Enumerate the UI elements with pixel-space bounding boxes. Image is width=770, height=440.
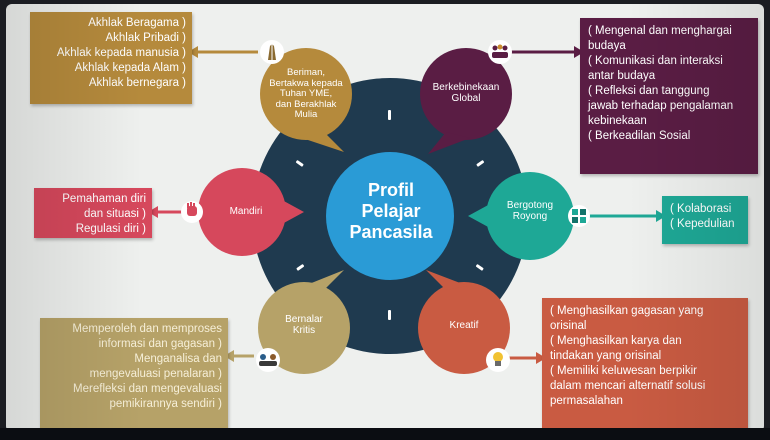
petal-gotong [468, 172, 574, 260]
lightbulb-icon [486, 348, 510, 372]
box-line: ( Kepedulian [670, 218, 735, 230]
box-line: dalam mencari alternatif solusi [550, 380, 706, 392]
box-line: Akhlak kepada Alam ) [74, 62, 186, 74]
box-line: tindakan yang orisinal [550, 350, 662, 362]
petal-kebinekaan [420, 48, 512, 154]
petal-label-line: Kritis [292, 325, 316, 336]
arrowhead-kebinekaan [574, 46, 584, 58]
box-line: antar budaya [588, 70, 656, 82]
arrowhead-kreatif [536, 352, 546, 364]
petal-label-kreatif: Kreatif [424, 320, 504, 331]
petal-label-line: Mandiri [229, 206, 263, 217]
box-line: ( Mengenal dan menghargai [588, 25, 732, 37]
box-line: pemikirannya sendiri ) [109, 398, 223, 410]
petal-beriman [260, 48, 352, 152]
petal-label-line: Bergotong [506, 200, 554, 211]
petal-label-kebinekaan: Berkebinekaan Global [416, 82, 516, 104]
dimension-box-beriman: Akhlak Beragama ) Akhlak Pribadi ) Akhla… [30, 12, 192, 104]
box-line: mengevaluasi penalaran ) [89, 368, 222, 380]
box-line: ( Menghasilkan gagasan yang [550, 305, 704, 317]
petal-label-line: dan Berakhlak [275, 98, 337, 110]
dimension-box-kreatif: ( Menghasilkan gagasan yang orisinal ( M… [542, 298, 748, 428]
team-puzzle-icon [568, 205, 590, 227]
petal-kreatif [418, 270, 510, 374]
box-line: dan situasi ) [83, 208, 146, 220]
petal-label-line: Beriman, [286, 67, 325, 78]
petal-label-line: Bernalar [285, 314, 323, 325]
arrowhead-mandiri [148, 206, 158, 218]
dimension-box-kebinekaan: ( Mengenal dan menghargai budaya ( Komun… [580, 18, 758, 174]
box-line: Pemahaman diri [62, 193, 146, 205]
petal-label-line: Berkebinekaan [432, 82, 500, 93]
ring-ticks [295, 110, 485, 320]
arrowhead-gotong [656, 210, 666, 222]
center-title-line-2: Pelajar [361, 201, 421, 221]
dimension-box-nalar: Memperoleh dan memproses informasi dan g… [40, 318, 228, 432]
petal-label-line: Mulia [294, 109, 318, 120]
box-line: Menganalisa dan [134, 353, 222, 365]
petal-label-beriman: Beriman, Bertakwa kepada Tuhan YME, dan … [256, 67, 356, 121]
box-line: informasi dan gagasan ) [98, 338, 222, 350]
people-group-icon [488, 40, 512, 64]
petal-label-line: Global [451, 93, 481, 104]
raised-hand-icon [181, 201, 203, 223]
center-title-line-1: Profil [367, 180, 414, 200]
petal-label-line: Tuhan YME, [279, 88, 333, 99]
box-line: kebinekaan [588, 115, 647, 127]
petal-label-line: Bertakwa kepada [269, 77, 343, 89]
pancasila-diagram [148, 40, 666, 374]
box-line: ( Menghasilkan karya dan [550, 335, 682, 347]
box-line: ( Refleksi dan tanggung [588, 85, 710, 97]
box-line: Akhlak bernegara ) [88, 77, 186, 89]
box-line: orisinal [550, 320, 587, 332]
box-line: Memperoleh dan memproses [72, 323, 222, 335]
petal-label-line: Kreatif [449, 320, 479, 331]
arrowhead-nalar [224, 350, 234, 362]
box-line: ( Komunikasi dan interaksi [588, 55, 723, 67]
petal-label-gotong: Bergotong Royong [490, 200, 570, 222]
praying-hands-icon [260, 40, 284, 64]
dimension-box-gotong: ( Kolaborasi ( Kepedulian [662, 196, 748, 244]
box-line: Akhlak Pribadi ) [105, 32, 186, 44]
box-line: Merefleksi dan mengevaluasi [73, 383, 222, 395]
box-line: permasalahan [550, 395, 623, 407]
box-line: jawab terhadap pengalaman [588, 100, 734, 112]
petal-label-nalar: Bernalar Kritis [264, 314, 344, 336]
box-line: ( Memiliki keluwesan berpikir [550, 365, 697, 377]
box-line: Regulasi diri ) [75, 223, 146, 235]
arrowhead-beriman [188, 46, 198, 58]
center-title-line-3: Pancasila [349, 222, 433, 242]
dimension-box-mandiri: Pemahaman diri dan situasi ) Regulasi di… [34, 188, 152, 238]
petal-mandiri [198, 168, 304, 256]
slide-screen: Profil Pelajar Pancasila Beriman, Bertak… [6, 4, 764, 432]
box-line: Akhlak kepada manusia ) [56, 47, 186, 59]
center-circle [326, 152, 454, 280]
box-line: budaya [588, 40, 626, 52]
connectors [148, 46, 666, 364]
box-line: ( Kolaborasi [670, 203, 732, 215]
petal-label-mandiri: Mandiri [206, 206, 286, 217]
screen-bezel-bottom [0, 428, 770, 440]
center-title: Profil Pelajar Pancasila [322, 180, 460, 300]
box-line: Akhlak Beragama ) [88, 17, 186, 29]
box-line: ( Berkeadilan Sosial [588, 130, 691, 142]
petal-label-line: Royong [512, 211, 548, 222]
thinking-people-icon [256, 348, 280, 372]
petal-nalar [258, 270, 350, 374]
